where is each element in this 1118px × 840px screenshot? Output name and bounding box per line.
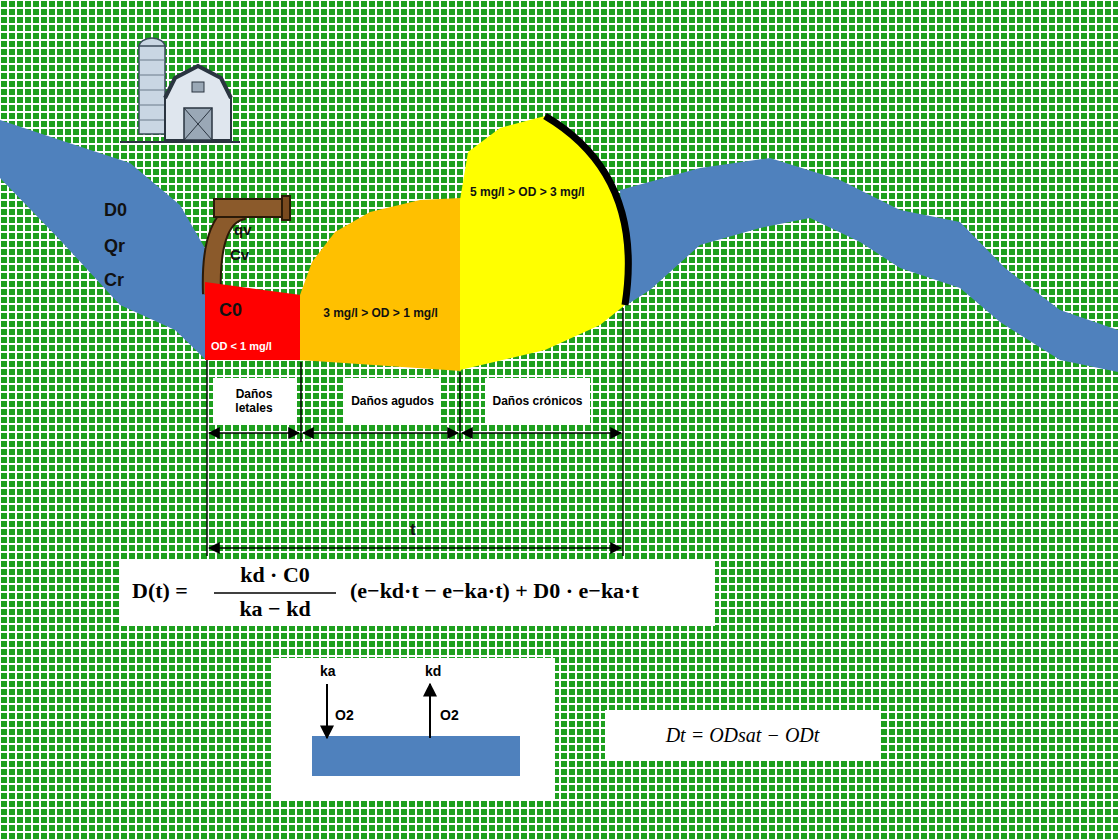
label-holder: qv xyxy=(234,221,252,239)
damage-label: Daños agudos xyxy=(351,395,434,409)
rate-constant: ka xyxy=(320,663,336,679)
extension-line xyxy=(459,372,461,442)
oxygen-symbol: O2 xyxy=(335,707,354,723)
dimension-arrow xyxy=(209,432,299,434)
barn-door xyxy=(184,108,212,140)
damage-box: Daños letales xyxy=(213,378,295,425)
oxygen-range: 3 mg/l > OD > 1 mg/l xyxy=(323,306,438,320)
text-holder: kd xyxy=(425,662,441,680)
reaeration-arrow xyxy=(326,684,328,738)
variable-label: Cv xyxy=(230,246,249,263)
zone-outline xyxy=(300,195,461,371)
oxygen-range: 5 mg/l > OD > 3 mg/l xyxy=(470,185,585,199)
formula-part: kd · C0 xyxy=(240,562,310,587)
river-downstream xyxy=(620,158,1118,372)
barn-roof xyxy=(165,66,231,98)
zone-outline xyxy=(460,110,635,372)
damage-box: Daños agudos xyxy=(345,378,440,425)
retention-arc xyxy=(545,116,628,305)
variable-label: Cr xyxy=(104,270,124,290)
silo-rings xyxy=(139,60,165,120)
damage-label: Daños crónicos xyxy=(492,395,582,409)
lethal-zone: C0 OD < 1 mg/l xyxy=(205,280,301,360)
barn-window xyxy=(192,82,204,92)
label-holder: D0 xyxy=(104,200,127,221)
zone-shape xyxy=(300,198,461,371)
text-holder: (e−kd·t − e−ka·t) + D0 · e−ka·t xyxy=(350,578,639,603)
chronic-zone: 5 mg/l > OD > 3 mg/l xyxy=(460,110,635,372)
variable-label: qv xyxy=(234,221,252,238)
dimension-arrow xyxy=(462,432,621,434)
formula-part: ka − kd xyxy=(239,596,310,621)
exchange-box: ka kdO2 O2 xyxy=(272,658,555,800)
deoxygenation-arrow xyxy=(429,684,431,738)
zone-shape xyxy=(460,116,628,370)
farm-icon xyxy=(120,38,240,142)
oxygen-symbol: O2 xyxy=(440,707,459,723)
ground-line xyxy=(120,141,240,143)
text-holder: ka xyxy=(320,662,336,680)
variable-label: Qr xyxy=(104,236,125,256)
barn-door-cross xyxy=(184,108,212,140)
text-holder: C0 xyxy=(219,300,242,321)
text-holder: ka − kd xyxy=(210,596,340,621)
deficit-equation: Dt = ODsat − ODt xyxy=(666,724,820,747)
text-holder: kd · C0 xyxy=(210,562,340,587)
dimension-arrow xyxy=(303,432,458,434)
extension-line xyxy=(622,308,624,556)
discharge-pipe xyxy=(212,196,290,294)
water-body xyxy=(312,736,520,776)
concentration-label: C0 xyxy=(219,300,242,320)
label-holder: Qr xyxy=(104,236,125,257)
oxygen-range: OD < 1 mg/l xyxy=(211,340,272,352)
label-holder: Cv xyxy=(230,246,249,264)
text-holder: 3 mg/l > OD > 1 mg/l xyxy=(300,303,461,321)
label-holder: Cr xyxy=(104,270,124,291)
damage-label: Daños letales xyxy=(218,388,290,416)
extension-line xyxy=(206,360,208,556)
extension-line xyxy=(300,362,302,442)
formula-box: D(t) = kd · C0 ka − kd (e−kd·t − e−ka·t) + … xyxy=(120,560,715,626)
acute-zone: 3 mg/l > OD > 1 mg/l xyxy=(300,195,461,371)
time-label: t xyxy=(410,520,416,539)
zone-shape xyxy=(205,282,301,360)
deficit-box: Dt = ODsat − ODt xyxy=(605,710,880,760)
text-holder: OD < 1 mg/l xyxy=(211,336,272,354)
pipe-cap xyxy=(282,196,290,220)
silo-body xyxy=(139,46,165,134)
text-holder: D(t) = xyxy=(132,578,188,603)
pipe-top xyxy=(214,199,288,217)
fraction-bar xyxy=(214,592,336,594)
variable-label: D0 xyxy=(104,200,127,220)
river-upstream xyxy=(0,120,206,360)
exchange-sketch xyxy=(272,658,555,800)
rate-constant: kd xyxy=(425,663,441,679)
formula-part: D(t) = xyxy=(132,578,188,603)
barn-body xyxy=(165,66,231,140)
text-holder: 5 mg/l > OD > 3 mg/l xyxy=(470,182,585,200)
label-holder: t xyxy=(410,520,416,540)
text-holder: O2 xyxy=(440,706,459,724)
dimension-arrow xyxy=(209,547,621,549)
damage-box: Daños crónicos xyxy=(485,378,590,425)
text-holder: O2 xyxy=(335,706,354,724)
formula-part: (e−kd·t − e−ka·t) + D0 · e−ka·t xyxy=(350,578,639,603)
